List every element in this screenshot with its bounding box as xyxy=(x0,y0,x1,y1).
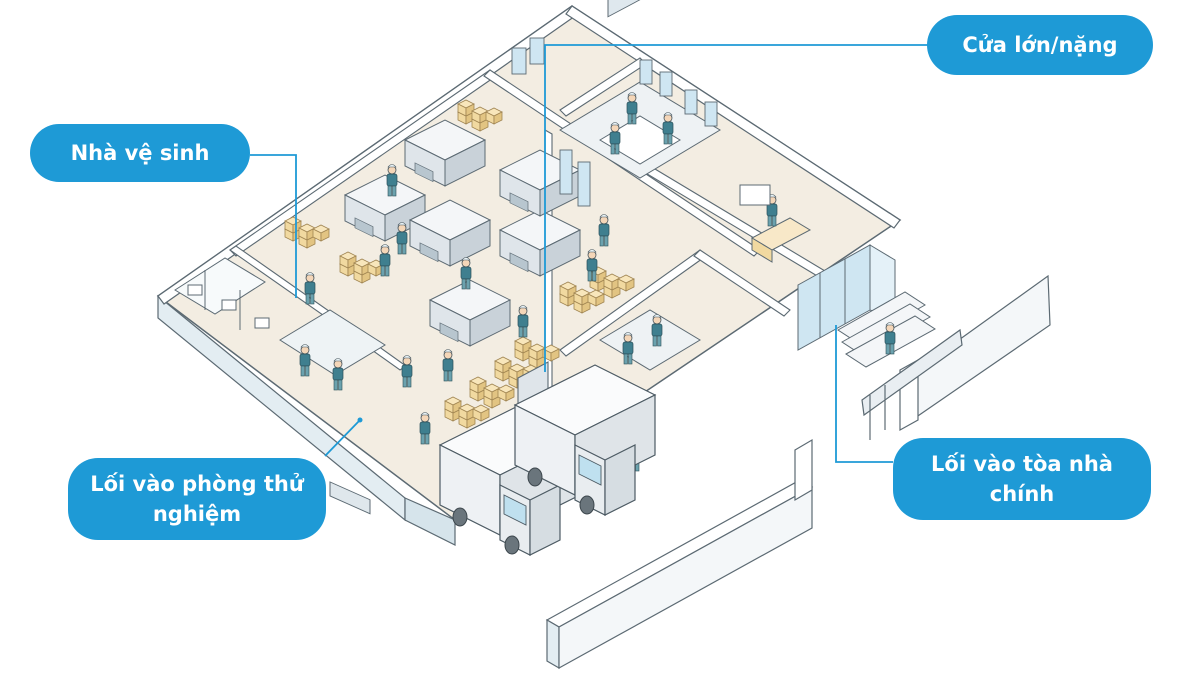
leader-main-entrance xyxy=(835,325,893,463)
leader-lab xyxy=(324,419,361,457)
leader-lines xyxy=(250,44,928,463)
office-rooms xyxy=(559,0,721,371)
windows xyxy=(511,37,718,207)
callout-heavy-door: Cửa lớn/nặng xyxy=(927,15,1153,75)
lab-area xyxy=(279,309,386,515)
perimeter-fence xyxy=(545,274,1051,670)
callout-main-entrance: Lối vào tòa nhà chính xyxy=(893,438,1151,520)
reception-area xyxy=(739,184,812,263)
callout-lab-entrance: Lối vào phòng thử nghiệm xyxy=(68,458,326,540)
callout-restroom: Nhà vệ sinh xyxy=(30,124,250,182)
restroom-area xyxy=(174,257,270,330)
leader-heavy-door xyxy=(544,44,928,372)
leader-restroom xyxy=(250,154,297,298)
outer-wall-front xyxy=(404,497,456,546)
